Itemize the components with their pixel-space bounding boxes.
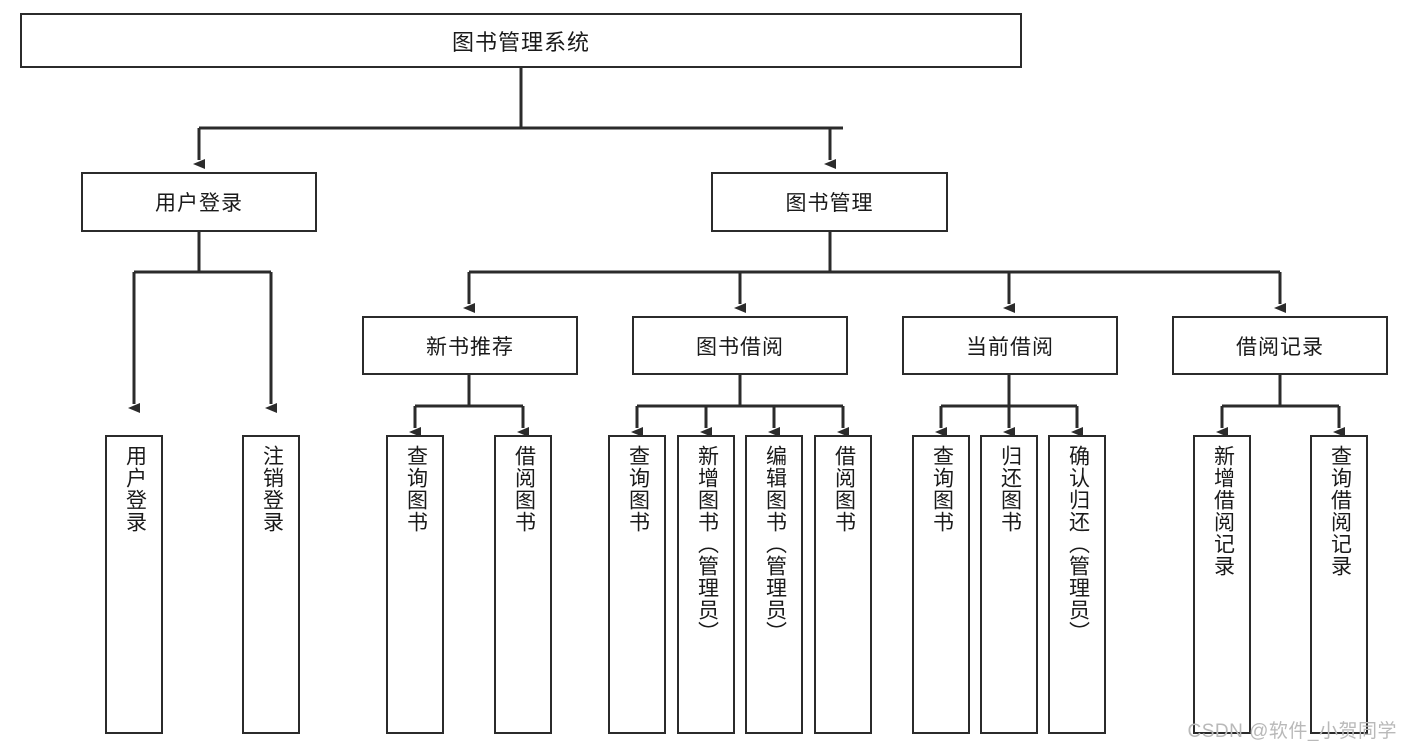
node-leaf-logout[interactable]: 注销登录 (242, 435, 300, 734)
node-leaf-edit-book[interactable]: 编辑图书（管理员） (745, 435, 803, 734)
node-leaf-add-book-label: 新增图书（管理员） (695, 445, 719, 643)
node-leaf-borrow-book-1-label: 借阅图书 (512, 445, 536, 533)
node-leaf-borrow-book-2-label: 借阅图书 (832, 445, 856, 533)
node-root[interactable]: 图书管理系统 (20, 13, 1022, 68)
node-leaf-borrow-book-1[interactable]: 借阅图书 (494, 435, 552, 734)
node-new-book-recommend[interactable]: 新书推荐 (362, 316, 578, 375)
node-leaf-add-book[interactable]: 新增图书（管理员） (677, 435, 735, 734)
node-borrow-record[interactable]: 借阅记录 (1172, 316, 1388, 375)
node-leaf-query-book-3-label: 查询图书 (930, 445, 954, 533)
node-book-borrow[interactable]: 图书借阅 (632, 316, 848, 375)
node-leaf-add-record-label: 新增借阅记录 (1211, 445, 1235, 577)
node-leaf-confirm-return[interactable]: 确认归还（管理员） (1048, 435, 1106, 734)
node-leaf-edit-book-label: 编辑图书（管理员） (763, 445, 787, 643)
node-leaf-query-record-label: 查询借阅记录 (1328, 445, 1352, 577)
node-user-login-label: 用户登录 (155, 192, 243, 215)
node-book-management[interactable]: 图书管理 (711, 172, 948, 232)
node-leaf-query-book-2-label: 查询图书 (626, 445, 650, 533)
node-current-borrow[interactable]: 当前借阅 (902, 316, 1118, 375)
node-leaf-query-book-1[interactable]: 查询图书 (386, 435, 444, 734)
node-leaf-return-book-label: 归还图书 (998, 445, 1022, 533)
node-leaf-query-book-2[interactable]: 查询图书 (608, 435, 666, 734)
node-leaf-query-book-1-label: 查询图书 (404, 445, 428, 533)
node-root-label: 图书管理系统 (451, 29, 590, 55)
node-user-login[interactable]: 用户登录 (81, 172, 317, 232)
node-borrow-record-label: 借阅记录 (1236, 335, 1324, 359)
node-leaf-add-record[interactable]: 新增借阅记录 (1193, 435, 1251, 734)
node-leaf-return-book[interactable]: 归还图书 (980, 435, 1038, 734)
node-leaf-user-login[interactable]: 用户登录 (105, 435, 163, 734)
node-leaf-logout-label: 注销登录 (260, 445, 284, 533)
node-book-management-label: 图书管理 (785, 192, 874, 215)
node-leaf-query-book-3[interactable]: 查询图书 (912, 435, 970, 734)
node-leaf-borrow-book-2[interactable]: 借阅图书 (814, 435, 872, 734)
node-leaf-query-record[interactable]: 查询借阅记录 (1310, 435, 1368, 734)
node-leaf-user-login-label: 用户登录 (123, 445, 147, 533)
node-leaf-confirm-return-label: 确认归还（管理员） (1066, 445, 1090, 643)
node-new-book-recommend-label: 新书推荐 (426, 335, 514, 359)
node-current-borrow-label: 当前借阅 (966, 335, 1054, 359)
node-book-borrow-label: 图书借阅 (696, 335, 784, 359)
